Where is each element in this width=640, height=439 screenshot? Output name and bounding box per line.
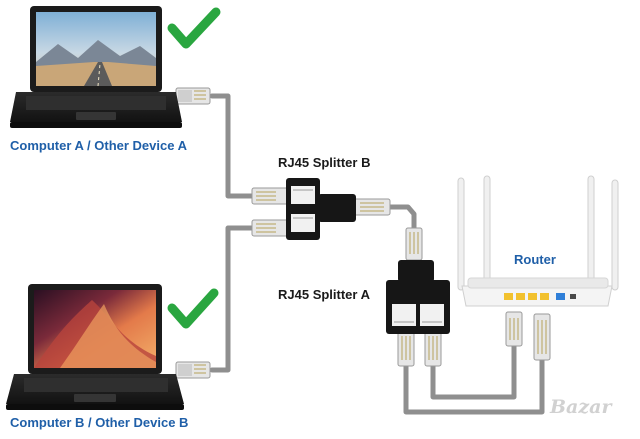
laptop-icon bbox=[6, 284, 184, 410]
rj45-plugs bbox=[175, 87, 551, 379]
cable-splitter-a-to-router-1 bbox=[403, 357, 545, 415]
ethernet-cables bbox=[209, 93, 545, 415]
ethernet-splitter-icon bbox=[386, 260, 450, 334]
rj45-plug-icon bbox=[405, 227, 423, 261]
ethernet-splitter-icon bbox=[286, 178, 356, 240]
cable-splitter-a-to-router-2 bbox=[430, 337, 517, 400]
wifi-router-icon bbox=[457, 175, 619, 307]
rj45-plug-icon bbox=[251, 219, 289, 237]
splitter-b-label: RJ45 Splitter B bbox=[278, 155, 371, 170]
computer-b-label: Computer B / Other Device B bbox=[10, 415, 189, 430]
rj45-plug-icon bbox=[397, 331, 415, 367]
rj45-plug-icon bbox=[251, 187, 289, 205]
splitter-a-label: RJ45 Splitter A bbox=[278, 287, 370, 302]
rj45-plug-icon bbox=[175, 361, 211, 379]
checkmark-icon bbox=[167, 7, 221, 49]
cable-computer-a bbox=[209, 93, 255, 199]
watermark: Bazar bbox=[550, 396, 612, 418]
rj45-plug-icon bbox=[351, 198, 391, 216]
cable-splitter-b-to-a bbox=[387, 204, 417, 235]
checkmark-icon bbox=[167, 288, 219, 329]
computer-a-label: Computer A / Other Device A bbox=[10, 138, 187, 153]
rj45-plug-icon bbox=[533, 313, 551, 361]
laptop-icon bbox=[10, 6, 182, 128]
router-label: Router bbox=[514, 252, 556, 267]
rj45-plug-icon bbox=[175, 87, 211, 105]
rj45-plug-icon bbox=[505, 311, 523, 347]
rj45-plug-icon bbox=[424, 331, 442, 367]
cable-computer-b bbox=[209, 225, 255, 373]
